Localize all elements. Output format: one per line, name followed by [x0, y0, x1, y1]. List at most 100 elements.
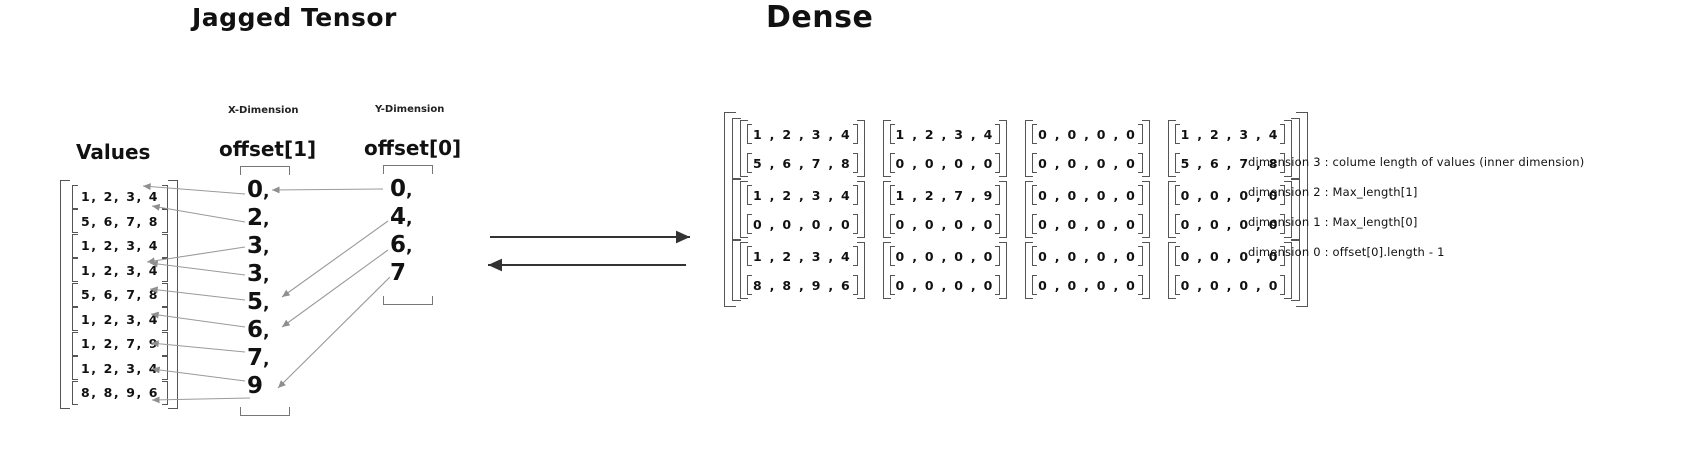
dense-matrix-row: 0 , 0 , 0 , 0	[889, 275, 1001, 295]
offset1-number: 6	[247, 317, 264, 343]
offset1-value: 3,	[247, 263, 290, 291]
values-row-text: 1, 2, 3, 4	[81, 262, 160, 278]
values-row-bracket-right-icon	[162, 307, 169, 331]
values-row-bracket-right-icon	[162, 233, 169, 258]
dense-matrix-bracket-left-icon	[740, 181, 748, 238]
dense-matrix-bracket-right-icon	[856, 181, 865, 238]
comma-icon: ,	[263, 182, 270, 202]
dense-matrix-row-bracket-right-icon	[1137, 214, 1143, 234]
dense-matrix-row-bracket-left-icon	[1174, 246, 1180, 266]
dense-matrix-bracket-right-icon	[999, 181, 1008, 238]
offset1-value: 6,	[247, 319, 290, 347]
dense-matrix-row-bracket-right-icon	[1280, 275, 1286, 295]
dense-matrix-row-bracket-left-icon	[1174, 153, 1180, 173]
dense-matrix-row-bracket-right-icon	[995, 153, 1001, 173]
dimension-legend-line: dimension 0 : offset[0].length - 1	[1248, 245, 1445, 259]
dense-matrix-row: 0 , 0 , 0 , 0	[1174, 275, 1286, 295]
dense-matrix-bracket-right-icon	[1141, 242, 1150, 299]
values-row-bracket-right-icon	[162, 331, 169, 356]
dense-matrix-row-bracket-left-icon	[889, 185, 895, 205]
values-row-bracket-right-icon	[162, 380, 169, 405]
dense-matrix-row-bracket-right-icon	[995, 124, 1001, 144]
dense-matrix-bracket-left-icon	[882, 120, 891, 177]
dense-matrix-row-bracket-left-icon	[889, 275, 895, 295]
dense-matrix-row-text: 0 , 0 , 0 , 0	[1180, 216, 1280, 232]
dimension-legend-line: dimension 2 : Max_length[1]	[1248, 185, 1418, 199]
dense-matrix-row-text: 1 , 2 , 3 , 4	[753, 126, 852, 142]
offset1-value: 3,	[247, 235, 290, 263]
values-row-bracket-left-icon	[72, 380, 78, 405]
dense-matrix-bracket-right-icon	[999, 120, 1008, 177]
dense-matrix-row-bracket-right-icon	[1280, 185, 1286, 205]
values-row: 1, 2, 7, 9	[72, 331, 169, 356]
dense-matrix-row-bracket-right-icon	[1137, 185, 1143, 205]
offset1-value: 5,	[247, 291, 290, 319]
dense-matrix-row: 0 , 0 , 0 , 0	[1174, 246, 1286, 266]
offset0-number: 0	[390, 176, 407, 202]
dense-matrix-bracket-right-icon	[1284, 120, 1293, 177]
dense-matrix-row-bracket-right-icon	[852, 153, 858, 173]
dense-matrix-bracket-left-icon	[740, 242, 748, 299]
dense-matrix-bracket-left-icon	[1167, 120, 1176, 177]
dimension-legend-line: dimension 1 : Max_length[0]	[1248, 215, 1418, 229]
values-heading: Values	[76, 140, 151, 164]
comma-icon: ,	[263, 238, 270, 258]
offset0-value: 0,	[390, 178, 433, 206]
dense-matrix-row-text: 5 , 6 , 7 , 8	[753, 155, 852, 171]
dense-matrix-row: 0 , 0 , 0 , 0	[889, 153, 1001, 173]
dense-matrix-row-text: 0 , 0 , 0 , 0	[1038, 126, 1137, 142]
dense-row-bracket-left-icon	[732, 240, 741, 301]
offset1-number: 0	[247, 177, 264, 203]
dense-matrix-row-bracket-right-icon	[995, 246, 1001, 266]
dense-matrix-row-bracket-right-icon	[852, 214, 858, 234]
dense-matrix-row-bracket-right-icon	[852, 185, 858, 205]
dense-bracket-right-icon	[1296, 112, 1309, 307]
dense-matrix-row-bracket-right-icon	[852, 246, 858, 266]
dense-matrix-row: 8 , 8 , 9 , 6	[747, 275, 858, 295]
dense-matrix-row: 1 , 2 , 3 , 4	[747, 185, 858, 205]
dense-matrix-row-bracket-left-icon	[1032, 214, 1038, 234]
values-row-bracket-right-icon	[162, 356, 169, 380]
values-row-bracket-left-icon	[72, 331, 78, 356]
dense-matrix-row-bracket-left-icon	[747, 275, 752, 295]
values-row-text: 5, 6, 7, 8	[81, 287, 160, 302]
values-row-bracket-right-icon	[162, 184, 169, 209]
dense-matrix-row: 1 , 2 , 7 , 9	[889, 185, 1001, 205]
dense-matrix-row-bracket-left-icon	[747, 246, 752, 266]
dense-matrix-row-bracket-right-icon	[1280, 124, 1286, 144]
values-row-bracket-left-icon	[72, 307, 78, 331]
dense-matrix-bracket-left-icon	[1025, 181, 1034, 238]
dense-matrix-bracket-left-icon	[882, 242, 891, 299]
dense-matrix-bracket-right-icon	[856, 242, 865, 299]
dimension-legend: dimension 3 : colume length of values (i…	[1248, 155, 1584, 275]
values-row: 1, 2, 3, 4	[72, 184, 169, 209]
dense-row-bracket-left-icon	[732, 118, 741, 179]
values-row-bracket-left-icon	[72, 282, 78, 307]
offset1-number: 3	[247, 261, 264, 287]
dense-matrix-bracket-left-icon	[1167, 181, 1176, 238]
values-bracket-left-icon	[60, 180, 70, 409]
offset1-number: 3	[247, 233, 264, 259]
dense-matrix-row: 0 , 0 , 0 , 0	[889, 214, 1001, 234]
values-row-text: 5, 6, 7, 8	[81, 213, 160, 229]
dense-matrix-bracket-right-icon	[856, 120, 865, 177]
dense-matrix-row-text: 0 , 0 , 0 , 0	[895, 248, 995, 264]
dense-matrix-row-text: 0 , 0 , 0 , 0	[895, 155, 995, 171]
dense-matrix-row-bracket-right-icon	[1137, 124, 1143, 144]
dense-matrix-row-bracket-left-icon	[1032, 124, 1038, 144]
dense-matrix-row-bracket-right-icon	[1137, 153, 1143, 173]
offset1-caption: X-Dimension	[228, 105, 299, 116]
offset1-value: 9	[247, 375, 290, 403]
dense-matrix-row: 0 , 0 , 0 , 0	[889, 246, 1001, 266]
dense-matrix-bracket-left-icon	[1167, 242, 1176, 299]
offset1-number: 5	[247, 289, 264, 315]
